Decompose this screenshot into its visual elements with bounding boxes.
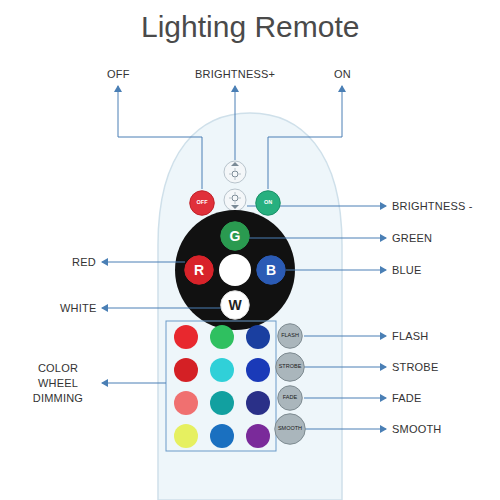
brightness-down-button: [224, 189, 246, 211]
button-text: W: [228, 298, 241, 312]
button-text: FADE: [283, 395, 297, 401]
leader-lines: [102, 86, 386, 429]
callout-label: WHITE: [60, 302, 96, 314]
color-disc: [175, 210, 295, 330]
button-text: OFF: [197, 200, 208, 206]
button-text: STROBE: [279, 364, 302, 370]
green-button: G: [220, 221, 250, 251]
callout-label: STROBE: [392, 361, 438, 373]
callout-label: FADE: [392, 392, 422, 404]
grid-bracket: [166, 321, 276, 451]
callout-label: GREEN: [392, 232, 432, 244]
brightness-up-button: [224, 161, 246, 183]
diagram-title: Lighting Remote: [141, 10, 359, 44]
white-button: W: [220, 290, 250, 320]
callout-label: BLUE: [392, 264, 422, 276]
callout-label: RED: [72, 256, 96, 268]
blue-button: B: [256, 255, 286, 285]
button-text: ON: [264, 200, 272, 206]
strobe-button: STROBE: [275, 352, 305, 382]
button-text: R: [194, 263, 204, 277]
red-button: R: [184, 255, 214, 285]
button-text: G: [230, 229, 241, 243]
flash-button: FLASH: [277, 323, 303, 349]
callout-label: SMOOTH: [392, 423, 441, 435]
off-button: OFF: [189, 190, 215, 216]
remote-body: [158, 113, 342, 500]
on-button: ON: [255, 190, 281, 216]
callout-label: OFF: [107, 68, 130, 80]
color-button-grid: [174, 325, 270, 448]
button-text: B: [266, 263, 276, 277]
callout-label: COLOR WHEEL DIMMING: [20, 361, 96, 406]
button-text: FLASH: [281, 333, 299, 339]
button-text: SMOOTH: [278, 426, 302, 432]
callout-label: ON: [334, 68, 351, 80]
callout-label: BRIGHTNESS -: [392, 200, 473, 212]
fade-button: FADE: [277, 385, 303, 411]
smooth-button: SMOOTH: [274, 413, 306, 445]
center-button: [219, 254, 251, 286]
callout-label: BRIGHTNESS+: [195, 68, 275, 80]
callout-label: FLASH: [392, 330, 428, 342]
